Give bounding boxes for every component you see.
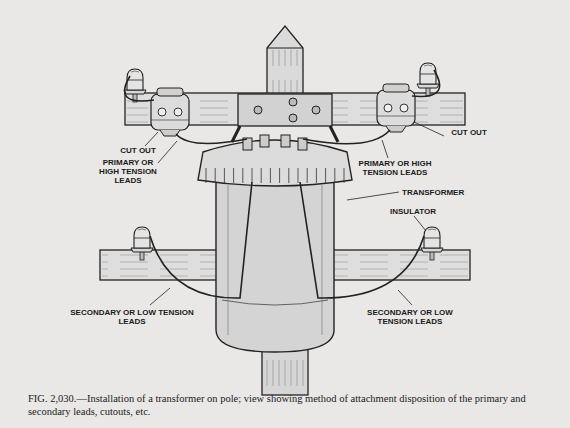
part-label: SECONDARY OR LOW TENSION LEADS [70,308,194,326]
lid-fin [279,168,280,183]
lid-fin [316,168,317,183]
lid-fin [224,168,225,183]
lid-fin [270,168,271,183]
lid-fin [206,168,207,183]
part-label: PRIMARY OR HIGH TENSION LEADS [96,158,160,186]
part-label: SECONDARY OR LOW TENSION LEADS [364,308,456,326]
lid-fin [233,168,234,183]
part-label: PRIMARY OR HIGH TENSION LEADS [350,159,440,177]
lid-fin [334,168,335,183]
part-label: INSULATOR [378,207,448,216]
figure-caption: FIG. 2,030.—Installation of a transforme… [28,392,553,418]
lid-fin [242,168,243,183]
lid-fin [325,168,326,183]
lid-fin [344,168,345,183]
part-label: TRANSFORMER [402,188,492,197]
lid-fin [298,168,299,183]
lid-fin [307,168,308,183]
lid-fin [288,168,289,183]
lid-fin [261,168,262,183]
part-label: CUT OUT [108,146,168,155]
lid-fin [252,168,253,183]
part-label: CUT OUT [438,128,500,137]
lid-fin [215,168,216,183]
